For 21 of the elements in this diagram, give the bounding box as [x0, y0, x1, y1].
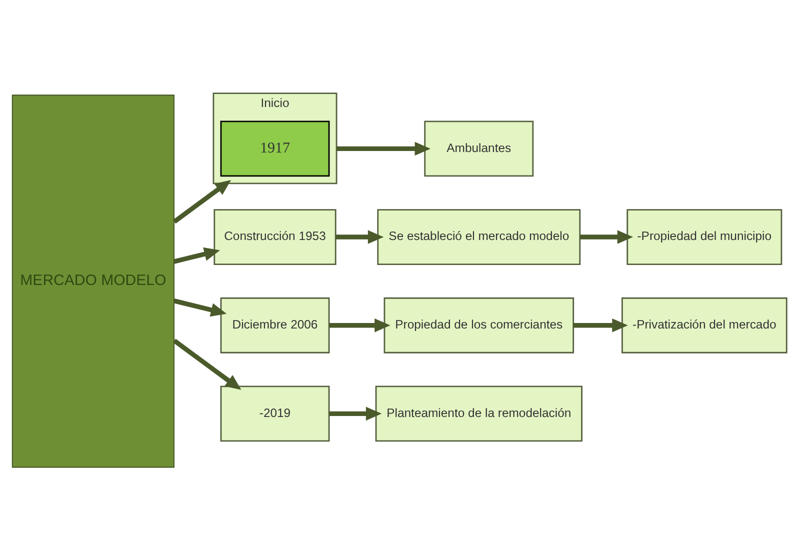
- arrow: [580, 230, 634, 244]
- arrow: [573, 318, 628, 332]
- node-box: Construcción 1953: [214, 208, 336, 264]
- node-box: -Privatización del mercado: [621, 296, 788, 353]
- arrow: [174, 298, 227, 316]
- node-box: Se estableció el mercado modelo: [377, 208, 581, 264]
- arrow: [329, 406, 382, 420]
- arrow: [174, 246, 220, 264]
- node-box: MERCADO MODELO: [12, 94, 174, 468]
- node-box: -2019: [220, 385, 330, 442]
- arrow: [329, 318, 390, 332]
- arrow: [172, 338, 242, 390]
- node-box: Diciembre 2006: [220, 296, 330, 353]
- arrow: [336, 230, 384, 244]
- node-box: Propiedad de los comerciantes: [384, 296, 574, 353]
- node-box: Planteamiento de la remodelación: [375, 385, 582, 442]
- node-box: 1917: [220, 120, 330, 176]
- node-box: -Propiedad del municipio: [626, 208, 782, 264]
- node-box: Ambulantes: [424, 120, 534, 176]
- arrow: [336, 141, 431, 156]
- arrow: [172, 180, 232, 224]
